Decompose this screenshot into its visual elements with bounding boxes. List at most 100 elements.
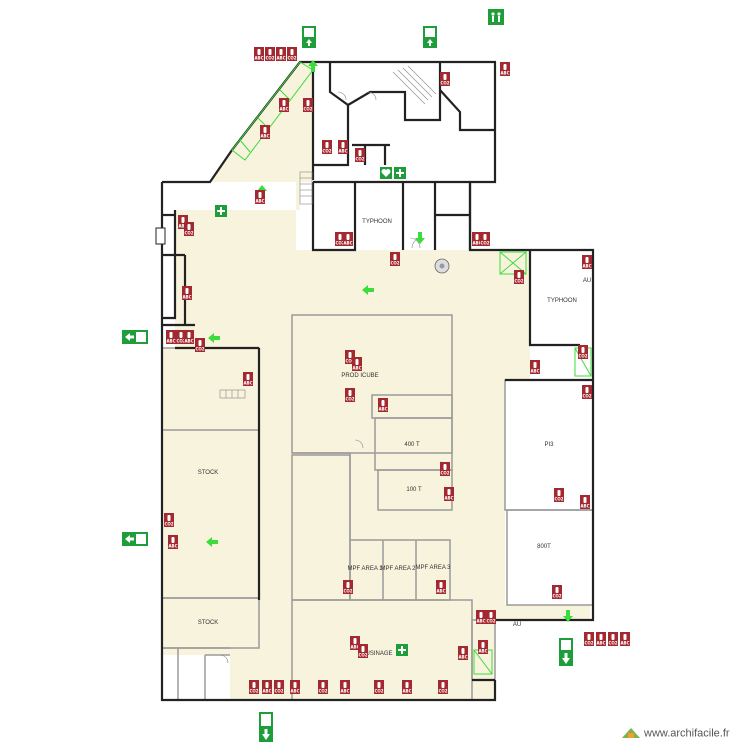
abc-label: ABC [279,107,288,112]
fire-extinguisher-icon: CO2 [390,252,400,266]
fire-extinguisher-icon: ABC [243,372,253,386]
arrow-down-icon [415,232,425,244]
fire-extinguisher-icon: CO2 [335,232,345,246]
fire-extinguisher-icon: ABC [260,125,270,139]
arrow-left-icon [208,333,220,343]
abc-label: ABC [184,339,193,344]
co2-label: CO2 [390,261,399,266]
arrow-left-icon [206,537,218,547]
abc-label: ABC [580,504,589,509]
abc-label: ABC [478,649,487,654]
fire-extinguisher-icon: CO2 [303,98,313,112]
fire-extinguisher-icon: CO2 [440,72,450,86]
fire-extinguisher-icon: CO2 [164,513,174,527]
co2-label: CO2 [578,354,587,359]
abc-label: ABC [254,56,263,61]
fire-extinguisher-icon: ABC [580,495,590,509]
fire-extinguisher-icon: ABC [402,680,412,694]
fire-extinguisher-icon: ABC [276,47,286,61]
co2-label: CO2 [440,81,449,86]
abc-label: ABC [276,56,285,61]
defibrillator-icon [380,167,392,179]
fire-extinguisher-icon: CO2 [322,140,332,154]
co2-label: CO2 [265,56,274,61]
fire-extinguisher-icon: CO2 [355,148,365,162]
fire-extinguisher-icon: CO2 [608,632,618,646]
room-label-mpf-area-3: MPF AREA 3 [415,565,451,571]
exit-sign-west-1 [122,330,148,344]
fire-extinguisher-icon: CO2 [440,462,450,476]
co2-label: CO2 [486,619,495,624]
fire-extinguisher-icon: ABC [478,640,488,654]
room-label-100t: 100 T [406,487,422,493]
abc-label: ABC [378,407,387,412]
co2-label: CO2 [318,689,327,694]
fire-extinguisher-icon: ABC [340,680,350,694]
fire-extinguisher-icon: ABC [350,636,360,650]
fire-extinguisher-icon: ABC [343,232,353,246]
co2-label: CO2 [514,279,523,284]
abc-label: ABC [166,339,175,344]
fire-extinguisher-icon: CO2 [176,330,186,344]
fire-extinguisher-icon: CO2 [265,47,275,61]
fire-extinguisher-icon: ABC [436,580,446,594]
fire-extinguisher-icon: CO2 [195,338,205,352]
fire-extinguisher-icon: ABC [168,535,178,549]
fire-extinguisher-icon: ABC [444,487,454,501]
abc-label: ABC [255,199,264,204]
co2-label: CO2 [554,497,563,502]
abc-label: ABC [262,689,271,694]
fire-extinguisher-icon: ABC [255,190,265,204]
first-aid-icon [394,167,406,179]
co2-label: CO2 [303,107,312,112]
fire-extinguisher-icon: ABC [458,646,468,660]
room-label-prod-icube: PROD ICUBE [341,373,378,379]
co2-label: CO2 [584,641,593,646]
fire-extinguisher-icon: ABC [582,255,592,269]
fire-extinguisher-icon: CO2 [584,632,594,646]
fire-extinguisher-icon: CO2 [514,270,524,284]
fire-extinguisher-icon: CO2 [343,580,353,594]
electrical-panel-icon [155,227,166,245]
abc-label: ABC [444,496,453,501]
room-label-stock-south: STOCK [198,620,219,626]
abc-label: ABC [596,641,605,646]
room-label-usinage: USINAGE [365,651,392,657]
fire-extinguisher-icon: CO2 [318,680,328,694]
fire-extinguisher-icon: CO2 [552,585,562,599]
fire-extinguisher-icon: ABC [472,232,482,246]
room-label-stock-main: STOCK [198,470,219,476]
co2-label: CO2 [195,347,204,352]
fire-extinguisher-icon: CO2 [287,47,297,61]
fire-extinguisher-icon: CO2 [374,680,384,694]
fire-extinguisher-icon: ABC [596,632,606,646]
co2-label: CO2 [345,397,354,402]
first-aid-icon [215,205,227,217]
exit-sign-west-2 [122,532,148,546]
co2-label: CO2 [355,157,364,162]
fire-extinguisher-icon: ABC [178,215,188,229]
emergency-exit-signs [122,9,573,742]
co2-label: CO2 [608,641,617,646]
fire-extinguisher-icon: ABC [184,330,194,344]
room-labels: TYPHOON TYPHOON AU PROD ICUBE 400 T 100 … [198,219,591,657]
abc-label: ABC [436,589,445,594]
room-label-au-south: AU [513,622,521,628]
co2-label: CO2 [274,689,283,694]
fire-extinguisher-icon: ABC [182,286,192,300]
abc-label: ABC [620,641,629,646]
fire-extinguisher-icon: ABC [279,98,289,112]
co2-label: CO2 [287,56,296,61]
co2-label: CO2 [438,689,447,694]
abc-label: ABC [343,241,352,246]
co2-label: CO2 [345,359,354,364]
fire-extinguisher-icon: CO2 [249,680,259,694]
fire-extinguisher-icon: ABC [378,398,388,412]
fire-extinguisher-icon: CO2 [582,385,592,399]
exit-sign-north-2 [423,26,437,48]
abc-label: ABC [350,645,359,650]
abc-label: ABC [530,369,539,374]
fire-extinguisher-icon: ABC [166,330,176,344]
fire-extinguisher-icon: ABC [620,632,630,646]
exit-sign-south-2 [559,638,573,666]
